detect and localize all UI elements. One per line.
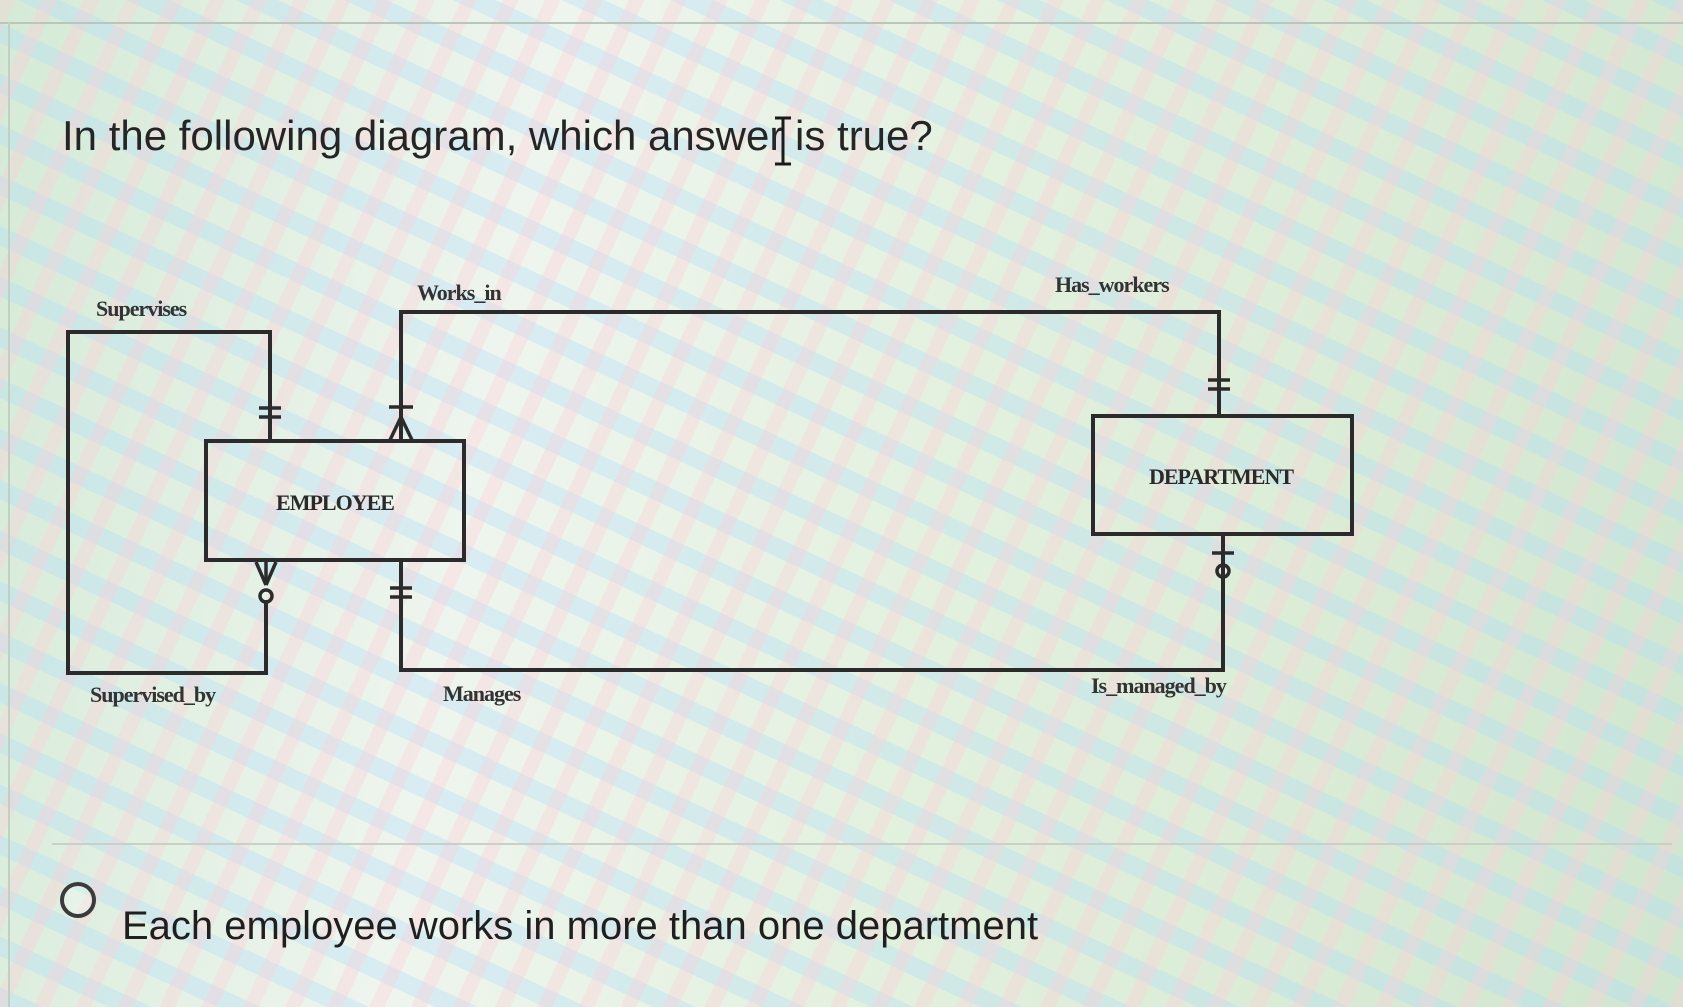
supervises-line (66, 330, 272, 675)
is-managed-by-zero-or-one-icon (1212, 551, 1234, 579)
works-in-crows-foot-icon (388, 405, 414, 441)
left-border (8, 22, 10, 1007)
supervised-by-label: Supervised_by (90, 682, 216, 707)
has-workers-one-only-one-icon (1208, 378, 1230, 391)
is-managed-by-label: Is_managed_by (1091, 673, 1227, 698)
works-in-label: Works_in (417, 280, 501, 305)
department-entity (1091, 414, 1354, 536)
answer-option-1[interactable]: Each employee works in more than one dep… (60, 878, 1060, 958)
manages-one-only-one-icon (390, 586, 412, 599)
employee-label: EMPLOYEE (276, 490, 394, 515)
has-workers-label: Has_workers (1055, 272, 1170, 297)
top-separator (0, 22, 1683, 24)
works-in-line (399, 310, 1221, 442)
answer-label: Each employee works in more than one dep… (122, 904, 1039, 948)
department-label: DEPARTMENT (1149, 464, 1294, 489)
employee-entity (204, 439, 466, 562)
supervised-by-zero-or-many-icon (254, 561, 278, 604)
supervises-label: Supervises (96, 296, 188, 321)
supervises-one-only-one-icon (259, 406, 281, 419)
answer-radio-button[interactable] (60, 882, 96, 918)
manages-line (399, 532, 1225, 672)
section-divider (52, 843, 1672, 845)
manages-label: Manages (443, 681, 522, 706)
